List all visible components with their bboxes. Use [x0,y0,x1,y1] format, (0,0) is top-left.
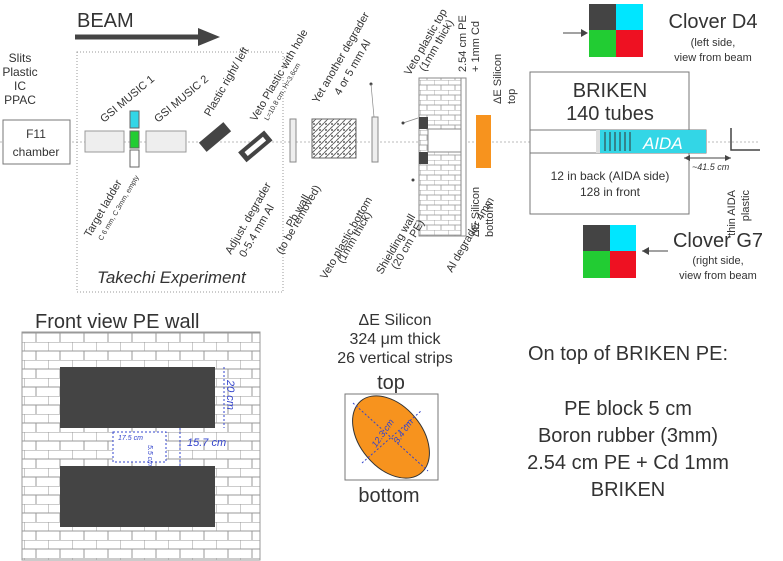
plastic-rl [198,122,232,152]
aida-strips [604,132,631,151]
front-view-title: Front view PE wall [35,311,200,333]
clover-d4 [589,4,643,57]
beam-arrow [75,28,220,46]
briken-title: BRIKEN [573,80,647,102]
on-top-line2: Boron rubber (3mm) [538,425,718,447]
de-bottom-line1: ΔE Silicon [470,187,482,237]
f11-line2: chamber [13,145,60,159]
pe-cd-line1: 2.54 cm PE [457,15,469,72]
de-silicon-side [476,115,491,168]
another-degrader [371,116,379,163]
de-silicon-line1: ΔE Silicon [359,312,432,329]
pb-wall [311,118,357,159]
dist-arrow-right [725,155,731,161]
de-bottom-line2: bottom [484,203,496,237]
on-top-line3: 2.54 cm PE + Cd 1mm [527,452,729,474]
veto-bottom-plastic [419,152,428,164]
takechi-label: Takechi Experiment [97,268,247,287]
clover-d4-line2: view from beam [674,52,752,64]
aida-detector [596,130,706,153]
de-silicon-axis-b [361,410,422,464]
veto-bottom-dot [411,178,415,182]
clover-g7-line1: (right side, [692,255,743,267]
de-silicon-top: top [377,372,405,394]
veto-top-plastic [419,117,428,129]
dim-20-label: 20 cm [224,379,236,410]
de-silicon-line3: 26 vertical strips [337,350,453,367]
dim-175-label: 17.5 cm [118,435,143,442]
clover-d4-arrowhead [581,29,588,37]
de-top-line2: top [506,89,518,104]
de-silicon-bottom: bottom [358,485,419,507]
on-top-line4: BRIKEN [591,479,665,501]
dim-55-label: 5.5 cm [146,445,153,466]
front-view-hole [112,431,167,463]
thin-aida-line2: plastic [740,190,752,222]
thin-aida-plastic [730,128,760,151]
dist-arrow-left [684,155,690,161]
clover-g7-line2: view from beam [679,270,757,282]
degrader-leader [370,83,375,118]
veto-top-dot [401,121,405,125]
veto-hole [238,130,273,163]
left-stack: Slits Plastic IC PPAC [2,51,37,107]
veto-hole-line1: Veto Plastic with hole [248,27,310,123]
takechi-box [76,51,284,293]
music1-label: GSI MUSIC 1 [98,73,157,125]
beam-label: BEAM [77,10,134,32]
stack-line-3: PPAC [4,93,36,107]
veto-top-leader [402,117,419,124]
clover-g7 [583,225,636,278]
stack-line-2: IC [14,79,26,93]
pe-cd-line2: + 1mm Cd [470,21,482,72]
music2-label: GSI MUSIC 2 [152,73,211,125]
clover-d4-line1: (left side, [691,37,736,49]
target-ladder [129,110,140,168]
f11-chamber [2,119,71,165]
de-silicon-line2: 324 μm thick [349,331,441,348]
briken-front: 128 in front [580,185,641,199]
briken-subtitle: 140 tubes [566,103,654,125]
thin-aida-line1: thin AIDA [726,189,738,236]
adjust-degrader [289,118,297,163]
aida-label: AIDA [642,134,683,153]
pe-cd-layer [460,77,467,237]
de-top-line1: ΔE Silicon [492,54,504,104]
dim-157-label: 15.7 cm [187,437,226,449]
clover-g7-arrowhead [642,247,649,255]
front-view-top-block [60,367,215,428]
dist-label: ~41.5 cm [692,162,730,172]
on-top-line1: PE block 5 cm [564,398,692,420]
de-silicon-axis-a [352,402,429,472]
front-view-bottom-block [60,466,215,527]
briken-back: 12 in back (AIDA side) [551,169,670,183]
clover-g7-title: Clover G7 [673,230,763,252]
f11-line1: F11 [26,127,46,141]
stack-line-1: Plastic [2,65,37,79]
music1-box [84,130,125,153]
stack-line-0: Slits [9,51,32,65]
aida-degrader [596,130,600,153]
music2-box [145,130,187,153]
pb-wall-line2: (to be removed) [274,183,323,256]
clover-d4-title: Clover D4 [669,11,758,33]
on-top-title: On top of BRIKEN PE: [528,343,728,365]
shielding-hole [427,128,462,153]
